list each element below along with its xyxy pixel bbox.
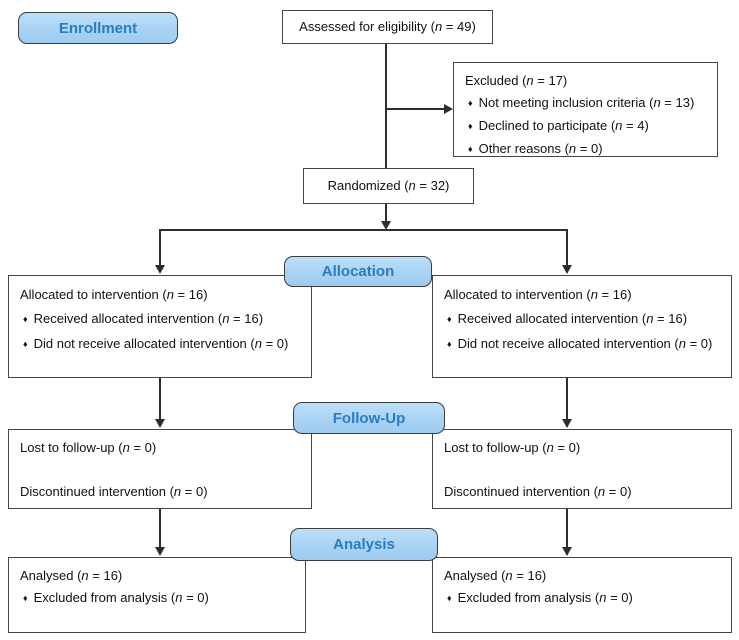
list-item: ♦ Not meeting inclusion criteria (n = 13… xyxy=(465,92,711,115)
connector-allocation-to-followup-left xyxy=(159,377,161,420)
diamond-bullet-icon: ♦ xyxy=(447,339,452,349)
followup-left-line1: Lost to follow-up (n = 0) xyxy=(20,440,157,455)
excluded-item-text: Not meeting inclusion criteria (n = 13) xyxy=(478,95,695,110)
list-item: ♦ Did not receive allocated intervention… xyxy=(444,332,725,357)
analysis-right-item-text: Excluded from analysis (n = 0) xyxy=(457,590,633,605)
analysis-right-title: Analysed (n = 16) xyxy=(444,568,547,583)
connector-allocation-to-followup-right xyxy=(566,377,568,420)
connector-split-to-allocation-left xyxy=(159,229,161,266)
box-assessed-text: Assessed for eligibility (n = 49) xyxy=(299,19,476,34)
box-analysis-left: Analysed (n = 16) ♦ Excluded from analys… xyxy=(8,557,306,633)
followup-right-line1: Lost to follow-up (n = 0) xyxy=(444,440,581,455)
box-excluded: Excluded (n = 17) ♦ Not meeting inclusio… xyxy=(453,62,718,157)
box-assessed: Assessed for eligibility (n = 49) xyxy=(282,10,493,44)
box-randomized: Randomized (n = 32) xyxy=(303,168,474,204)
arrowhead-allocation-left xyxy=(155,265,165,274)
allocation-left-item-text: Received allocated intervention (n = 16) xyxy=(33,311,264,326)
list-item: ♦ Received allocated intervention (n = 1… xyxy=(20,307,305,332)
box-excluded-title: Excluded (n = 17) xyxy=(465,73,568,88)
arrowhead-followup-right xyxy=(562,419,572,428)
arrowhead-split xyxy=(381,221,391,230)
list-item: ♦ Received allocated intervention (n = 1… xyxy=(444,307,725,332)
diamond-bullet-icon: ♦ xyxy=(468,121,473,131)
list-item: ♦ Other reasons (n = 0) xyxy=(465,138,711,161)
diamond-bullet-icon: ♦ xyxy=(468,144,473,154)
diamond-bullet-icon: ♦ xyxy=(23,593,28,603)
list-item: ♦ Excluded from analysis (n = 0) xyxy=(444,587,725,610)
arrowhead-allocation-right xyxy=(562,265,572,274)
box-followup-left: Lost to follow-up (n = 0) Discontinued i… xyxy=(8,429,312,509)
allocation-right-item-text: Did not receive allocated intervention (… xyxy=(457,336,713,351)
connector-followup-to-analysis-right xyxy=(566,508,568,548)
connector-split-horizontal xyxy=(159,229,568,231)
stage-badge-followup: Follow-Up xyxy=(293,402,445,434)
arrowhead-excluded xyxy=(444,104,453,114)
box-randomized-text: Randomized (n = 32) xyxy=(327,178,450,193)
excluded-item-text: Declined to participate (n = 4) xyxy=(478,118,649,133)
stage-badge-allocation: Allocation xyxy=(284,256,432,287)
list-item: ♦ Excluded from analysis (n = 0) xyxy=(20,587,299,610)
allocation-right-item-text: Received allocated intervention (n = 16) xyxy=(457,311,688,326)
list-item: ♦ Did not receive allocated intervention… xyxy=(20,332,305,357)
allocation-right-title: Allocated to intervention (n = 16) xyxy=(444,287,632,302)
diamond-bullet-icon: ♦ xyxy=(23,314,28,324)
stage-badge-analysis: Analysis xyxy=(290,528,438,561)
connector-split-to-allocation-right xyxy=(566,229,568,266)
diamond-bullet-icon: ♦ xyxy=(23,339,28,349)
followup-left-line2: Discontinued intervention (n = 0) xyxy=(20,484,208,499)
arrowhead-analysis-left xyxy=(155,547,165,556)
box-allocation-left: Allocated to intervention (n = 16) ♦ Rec… xyxy=(8,275,312,378)
connector-branch-to-excluded xyxy=(386,108,444,110)
excluded-item-text: Other reasons (n = 0) xyxy=(478,141,603,156)
connector-randomized-to-split xyxy=(385,204,387,223)
followup-right-line2: Discontinued intervention (n = 0) xyxy=(444,484,632,499)
analysis-left-item-text: Excluded from analysis (n = 0) xyxy=(33,590,209,605)
allocation-left-title: Allocated to intervention (n = 16) xyxy=(20,287,208,302)
list-item: ♦ Declined to participate (n = 4) xyxy=(465,115,711,138)
arrowhead-followup-left xyxy=(155,419,165,428)
box-followup-right: Lost to follow-up (n = 0) Discontinued i… xyxy=(432,429,732,509)
analysis-left-title: Analysed (n = 16) xyxy=(20,568,123,583)
arrowhead-analysis-right xyxy=(562,547,572,556)
connector-followup-to-analysis-left xyxy=(159,508,161,548)
diamond-bullet-icon: ♦ xyxy=(468,98,473,108)
allocation-left-item-text: Did not receive allocated intervention (… xyxy=(33,336,289,351)
connector-assessed-to-randomized xyxy=(385,44,387,168)
diamond-bullet-icon: ♦ xyxy=(447,593,452,603)
diamond-bullet-icon: ♦ xyxy=(447,314,452,324)
box-analysis-right: Analysed (n = 16) ♦ Excluded from analys… xyxy=(432,557,732,633)
box-allocation-right: Allocated to intervention (n = 16) ♦ Rec… xyxy=(432,275,732,378)
stage-badge-enrollment: Enrollment xyxy=(18,12,178,44)
